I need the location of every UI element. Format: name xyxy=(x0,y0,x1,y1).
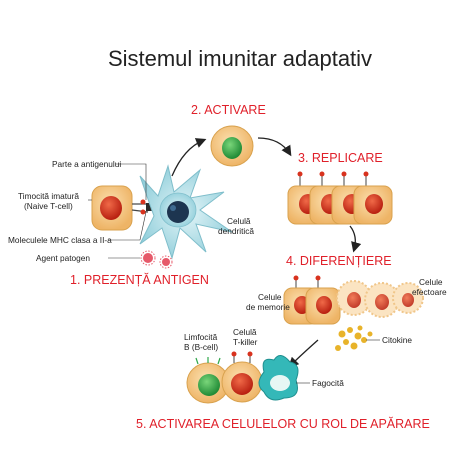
tkiller-label-2: T-killer xyxy=(233,337,258,347)
pathogen-particles xyxy=(140,250,173,269)
effector-label-1: Celule xyxy=(419,277,443,287)
activated-cell xyxy=(210,125,254,167)
step3-label: 3. REPLICARE xyxy=(298,151,383,165)
arrow-to-replication xyxy=(257,137,292,157)
t-killer-cell xyxy=(221,351,263,403)
arrow-to-differentiation xyxy=(349,225,362,253)
phagocyte-cell xyxy=(258,355,299,401)
phagocyte-label: Fagocită xyxy=(312,378,344,388)
cytokine-label: Citokine xyxy=(382,335,412,345)
step4-label: 4. DIFERENȚIERE xyxy=(286,254,392,268)
arrow-to-defense xyxy=(288,339,319,368)
naive-t-cell xyxy=(91,185,133,231)
bcell-label-1: Limfocită xyxy=(184,332,218,342)
step1-label: 1. PREZENȚĂ ANTIGEN xyxy=(70,272,209,287)
dendritic-label-1: Celulă xyxy=(227,216,251,226)
dendritic-label-2: dendritică xyxy=(218,226,254,236)
b-cell xyxy=(186,357,230,404)
tcr-mhc-link xyxy=(131,199,152,215)
dendritic-cell xyxy=(139,164,233,260)
antigen-part-label: Parte a antigenului xyxy=(52,159,121,169)
step2-label: 2. ACTIVARE xyxy=(191,103,266,117)
effector-label-2: efectoare xyxy=(412,287,447,297)
mhc-label: Moleculele MHC clasa a II-a xyxy=(8,235,112,245)
memory-label-2: de memorie xyxy=(246,302,290,312)
tkiller-label-1: Celulă xyxy=(233,327,257,337)
naive-cell-label-1: Timocită imatură xyxy=(18,191,79,201)
step1-leaders xyxy=(88,163,147,259)
arrow-to-activation xyxy=(171,138,207,177)
pathogen-label: Agent patogen xyxy=(36,253,90,263)
step5-label: 5. ACTIVAREA CELULELOR CU ROL DE APĂRARE xyxy=(136,416,430,431)
memory-cells xyxy=(283,275,341,325)
replicating-cells xyxy=(287,171,393,225)
diagram-title: Sistemul imunitar adaptativ xyxy=(108,46,372,71)
cytokine-dots xyxy=(335,325,373,351)
bcell-label-2: B (B-cell) xyxy=(184,342,218,352)
memory-label-1: Celule xyxy=(258,292,282,302)
naive-cell-label-2: (Naive T-cell) xyxy=(24,201,73,211)
effector-cells xyxy=(336,280,424,318)
